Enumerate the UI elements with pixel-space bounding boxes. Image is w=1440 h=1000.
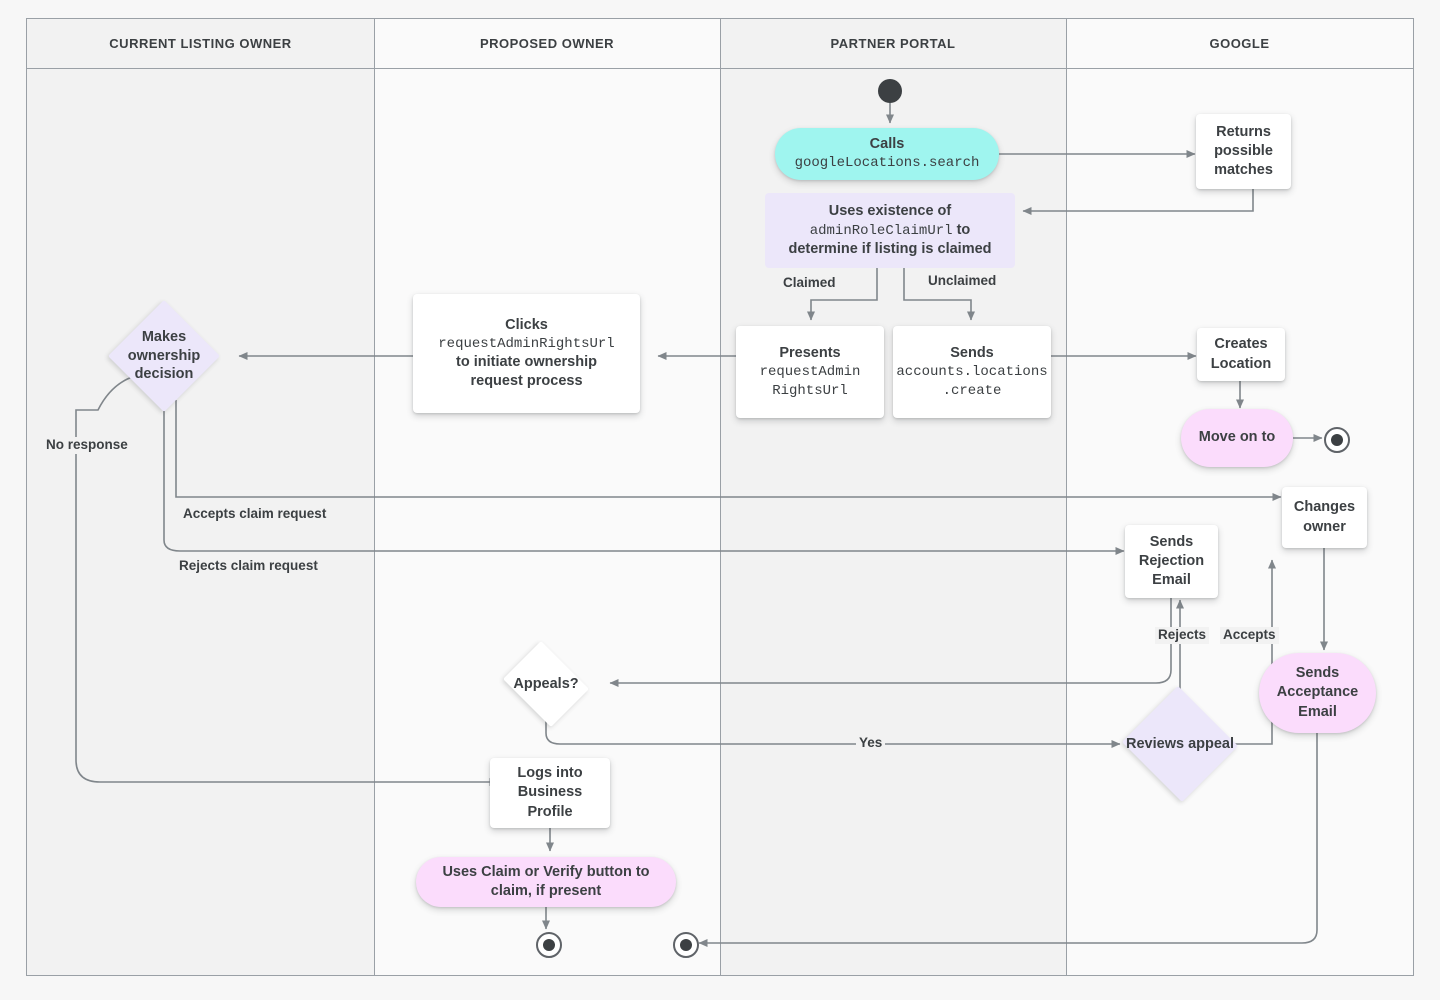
edge-label-rejects-claim-request: Rejects claim request — [176, 558, 321, 575]
node-code-fragment: adminRoleClaimUrl — [809, 222, 953, 239]
edge-label-claimed: Claimed — [780, 275, 839, 292]
end-node-proposed-owner — [536, 932, 562, 958]
node-label: Logs into Business Profile — [517, 765, 583, 820]
node-line-2-code: accounts.locations — [896, 364, 1048, 381]
node-line-2-code: requestAdmin — [759, 364, 861, 381]
lane-body-proposed-owner — [374, 69, 720, 975]
node-clicks-request-admin-rights-url[interactable]: Clicks requestAdminRightsUrl to initiate… — [413, 294, 640, 413]
edge-label-yes: Yes — [856, 735, 886, 752]
node-line-2: adminRoleClaimUrl to — [810, 221, 971, 240]
node-line-1: Presents — [779, 344, 841, 361]
node-presents-request-admin-rights-url[interactable]: Presents requestAdmin RightsUrl — [736, 326, 884, 418]
node-makes-ownership-decision[interactable]: Makes ownership decision — [108, 300, 220, 412]
lane-header-current-listing-owner: CURRENT LISTING OWNER — [27, 19, 374, 69]
lane-divider-1 — [374, 19, 375, 975]
lane-header-label: CURRENT LISTING OWNER — [109, 36, 292, 51]
node-creates-location[interactable]: Creates Location — [1197, 328, 1285, 381]
edge-label-text: Accepts claim request — [183, 506, 327, 521]
edge-label-text: Yes — [859, 735, 883, 750]
node-label: Sends Acceptance Email — [1276, 665, 1359, 720]
lane-divider-3 — [1066, 19, 1067, 975]
node-line-3-code: RightsUrl — [772, 382, 848, 399]
node-sends-acceptance-email[interactable]: Sends Acceptance Email — [1259, 653, 1376, 733]
end-node-inner — [1331, 434, 1343, 446]
edge-label-accepts: Accepts — [1220, 627, 1279, 644]
node-line-3-code: .create — [942, 382, 1002, 399]
node-line-1: Sends — [950, 344, 994, 361]
node-label-text: Appeals? — [513, 675, 579, 692]
node-label: Creates Location — [1210, 336, 1272, 372]
end-node-inner — [680, 939, 692, 951]
node-line-1: Uses existence of — [828, 202, 952, 219]
node-returns-possible-matches[interactable]: Returns possible matches — [1196, 114, 1291, 189]
node-sends-accounts-locations-create[interactable]: Sends accounts.locations .create — [893, 326, 1051, 418]
node-label: Changes owner — [1293, 499, 1356, 535]
edge-label-text: Claimed — [783, 275, 836, 290]
end-node-partner-portal — [673, 932, 699, 958]
node-label: Move on to — [1198, 429, 1276, 446]
lane-header-partner-portal: PARTNER PORTAL — [720, 19, 1066, 69]
node-label: Reviews appeal — [1120, 688, 1240, 800]
edge-label-text: Rejects — [1158, 627, 1207, 642]
node-label: Sends Rejection Email — [1138, 533, 1205, 589]
edge-label-text: Unclaimed — [928, 273, 997, 288]
lane-header-google: GOOGLE — [1066, 19, 1413, 69]
edge-label-rejects: Rejects — [1155, 627, 1210, 644]
lane-header-proposed-owner: PROPOSED OWNER — [374, 19, 720, 69]
edge-label-accepts-claim-request: Accepts claim request — [180, 506, 330, 523]
node-appeals-decision[interactable]: Appeals? — [498, 641, 594, 727]
node-move-on-to[interactable]: Move on to — [1181, 409, 1293, 467]
node-line-2-code: requestAdminRightsUrl — [438, 335, 615, 352]
node-label: Returns possible matches — [1214, 123, 1273, 179]
node-line-3: determine if listing is claimed — [788, 241, 992, 258]
end-node-inner — [543, 939, 555, 951]
end-node-google — [1324, 427, 1350, 453]
lane-header-label: PARTNER PORTAL — [830, 36, 956, 51]
start-node — [878, 79, 902, 103]
edge-label-text: No response — [46, 437, 128, 452]
node-label: Uses Claim or Verify button to claim, if… — [442, 863, 650, 899]
node-calls-google-locations-search[interactable]: Calls googleLocations.search — [775, 128, 999, 180]
node-uses-existence-admin-role-claim-url[interactable]: Uses existence of adminRoleClaimUrl to d… — [765, 193, 1015, 268]
node-label: Makes ownership decision — [108, 300, 220, 412]
edge-label-unclaimed: Unclaimed — [925, 273, 1000, 290]
node-label-text: Makes ownership decision — [127, 328, 201, 383]
lane-header-label: PROPOSED OWNER — [479, 36, 615, 51]
node-line-4: request process — [470, 373, 583, 390]
node-line-1: Clicks — [505, 316, 548, 333]
lane-divider-2 — [720, 19, 721, 975]
node-logs-into-business-profile[interactable]: Logs into Business Profile — [490, 758, 610, 828]
node-line-1: Calls — [869, 136, 905, 153]
edge-label-text: Accepts — [1223, 627, 1276, 642]
lane-header-label: GOOGLE — [1209, 36, 1270, 51]
edge-label-no-response: No response — [43, 437, 128, 454]
edge-label-text: Rejects claim request — [179, 558, 318, 573]
node-line-3: to initiate ownership — [456, 354, 597, 371]
node-label: Appeals? — [498, 646, 594, 722]
node-line-2-code: googleLocations.search — [794, 155, 980, 172]
node-changes-owner[interactable]: Changes owner — [1282, 487, 1367, 548]
node-label-text: Reviews appeal — [1126, 735, 1234, 752]
node-reviews-appeal[interactable]: Reviews appeal — [1120, 686, 1240, 802]
node-sends-rejection-email[interactable]: Sends Rejection Email — [1125, 525, 1218, 598]
node-uses-claim-or-verify-button[interactable]: Uses Claim or Verify button to claim, if… — [416, 857, 676, 907]
node-line-2-suffix: to — [956, 221, 971, 238]
